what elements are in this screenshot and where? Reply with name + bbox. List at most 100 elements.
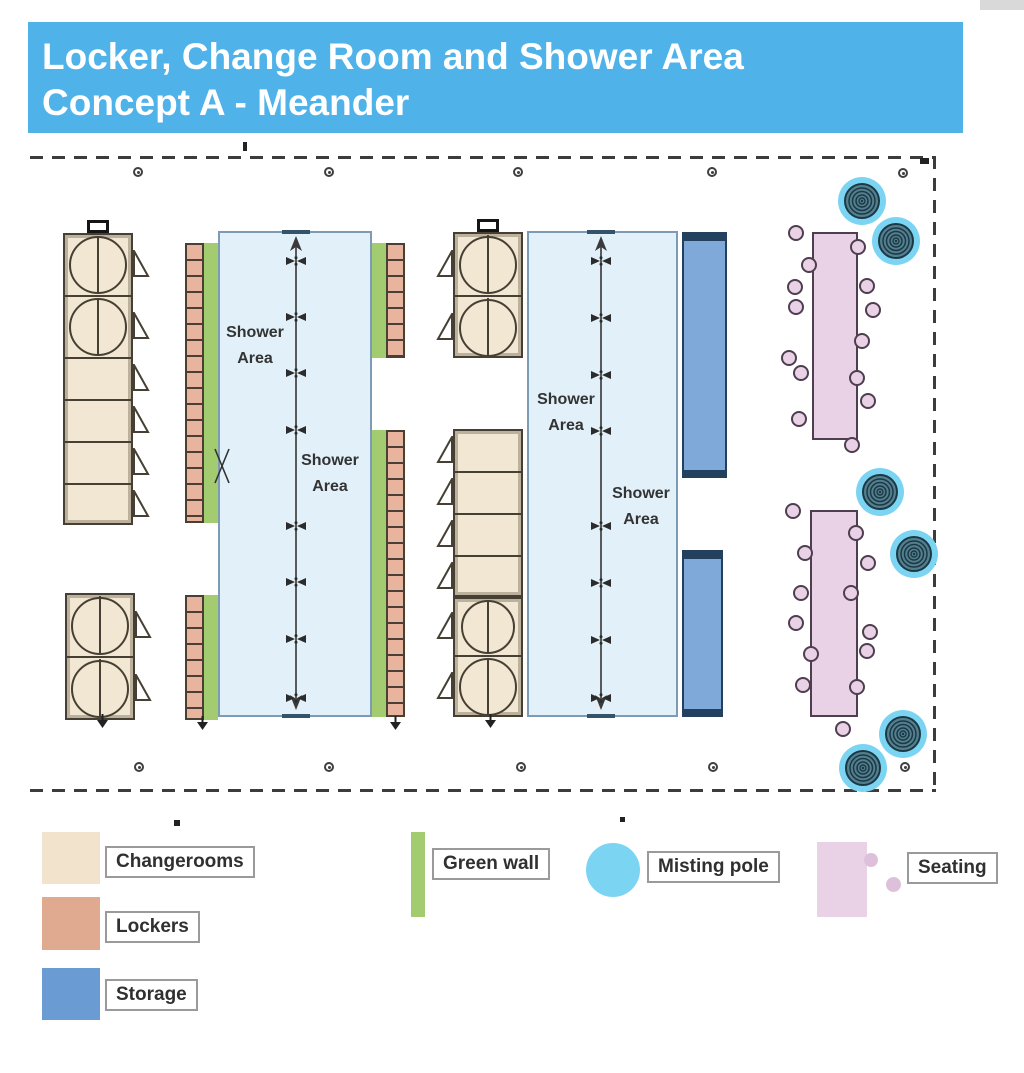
changeroom-stall [65, 441, 131, 483]
door-x-mark [212, 448, 232, 484]
tree-icon [877, 222, 915, 260]
changeroom-stall-partition [99, 659, 101, 717]
legend-label-green-wall: Green wall [432, 848, 551, 880]
boundary-dashed-bottom [30, 789, 936, 792]
seat [843, 585, 859, 601]
changeroom-stall [455, 555, 521, 597]
seat [859, 643, 875, 659]
door-swing-icon [133, 309, 150, 340]
seat [791, 411, 807, 427]
shower-edge-tick [282, 714, 310, 718]
seat [803, 646, 819, 662]
shower-arrow-up-icon [289, 236, 303, 252]
seat [795, 677, 811, 693]
changeroom-stall-partition [487, 658, 489, 714]
seat [860, 555, 876, 571]
changeroom-stall [65, 295, 131, 357]
scan-artifact [980, 0, 1024, 10]
changeroom-stall-partition [97, 298, 99, 354]
stray-dot [174, 820, 180, 826]
changeroom-stall-partition [487, 235, 489, 292]
shower-head-icon [591, 575, 611, 588]
seat [854, 333, 870, 349]
seat [862, 624, 878, 640]
grid-point [324, 762, 334, 772]
module-arrow-icon [96, 714, 109, 728]
door-swing-icon [436, 609, 453, 640]
seating-swatch-dot [886, 877, 901, 892]
changeroom-stall [455, 513, 521, 555]
seat [801, 257, 817, 273]
seat [844, 437, 860, 453]
seat [865, 302, 881, 318]
shower-head-icon [286, 574, 306, 587]
page-title-line1: Locker, Change Room and Shower Area [42, 36, 744, 77]
title-banner: Locker, Change Room and Shower Area Conc… [28, 22, 963, 133]
door-swing-icon [436, 433, 453, 464]
shower-head-icon [286, 518, 306, 531]
door-swing-icon [135, 607, 152, 639]
seat [850, 239, 866, 255]
grid-point [900, 762, 910, 772]
stray-dot [620, 817, 625, 822]
legend-label-lockers: Lockers [105, 911, 200, 943]
grid-point [707, 167, 717, 177]
tree-icon [861, 473, 899, 511]
shower-head-icon [591, 367, 611, 380]
seat [788, 615, 804, 631]
grid-point [324, 167, 334, 177]
seating-swatch [817, 842, 867, 917]
changeroom-stall-partition [487, 600, 489, 652]
grid-point [134, 762, 144, 772]
changeroom-stall-partition [99, 596, 101, 653]
door-swing-icon [133, 487, 150, 518]
seat [835, 721, 851, 737]
shower-head-icon [591, 253, 611, 266]
grid-point [133, 167, 143, 177]
shower-center-line [295, 243, 297, 703]
seat [849, 370, 865, 386]
stray-dot [243, 142, 247, 151]
seat [793, 585, 809, 601]
door-swing-icon [133, 361, 150, 392]
seat [781, 350, 797, 366]
seat [859, 278, 875, 294]
door-swing-icon [436, 475, 453, 506]
seat [788, 299, 804, 315]
green-wall-strip [204, 595, 218, 720]
shower-head-icon [591, 632, 611, 645]
storage-strip [682, 550, 723, 717]
shower-arrow-up-icon [594, 236, 608, 252]
seat [787, 279, 803, 295]
grid-point [516, 762, 526, 772]
door-swing-icon [133, 403, 150, 434]
door-swing-icon [135, 671, 152, 702]
storage-strip [682, 232, 727, 478]
boundary-dashed-top [30, 156, 936, 159]
changeroom-stall-partition [487, 298, 489, 355]
legend-label-changerooms: Changerooms [105, 846, 255, 878]
legend-label-storage: Storage [105, 979, 198, 1011]
shower-center-line [600, 243, 602, 703]
locker-strip [185, 243, 204, 523]
shower-head-icon [591, 690, 611, 703]
changeroom-stall [455, 429, 521, 471]
locker-strip [386, 243, 405, 358]
changeroom-stall [455, 295, 521, 358]
shower-head-icon [286, 631, 306, 644]
shower-head-icon [286, 309, 306, 322]
shower-head-icon [286, 690, 306, 703]
shower-head-icon [286, 365, 306, 378]
tree-icon [844, 749, 882, 787]
locker-strip [185, 595, 204, 720]
grid-point [708, 762, 718, 772]
module-arrow-icon [196, 716, 209, 730]
changeroom-stall [67, 656, 133, 720]
shower-head-icon [286, 253, 306, 266]
tree-icon [895, 535, 933, 573]
changeroom-stall-partition [97, 236, 99, 292]
shower-edge-tick [587, 714, 615, 718]
